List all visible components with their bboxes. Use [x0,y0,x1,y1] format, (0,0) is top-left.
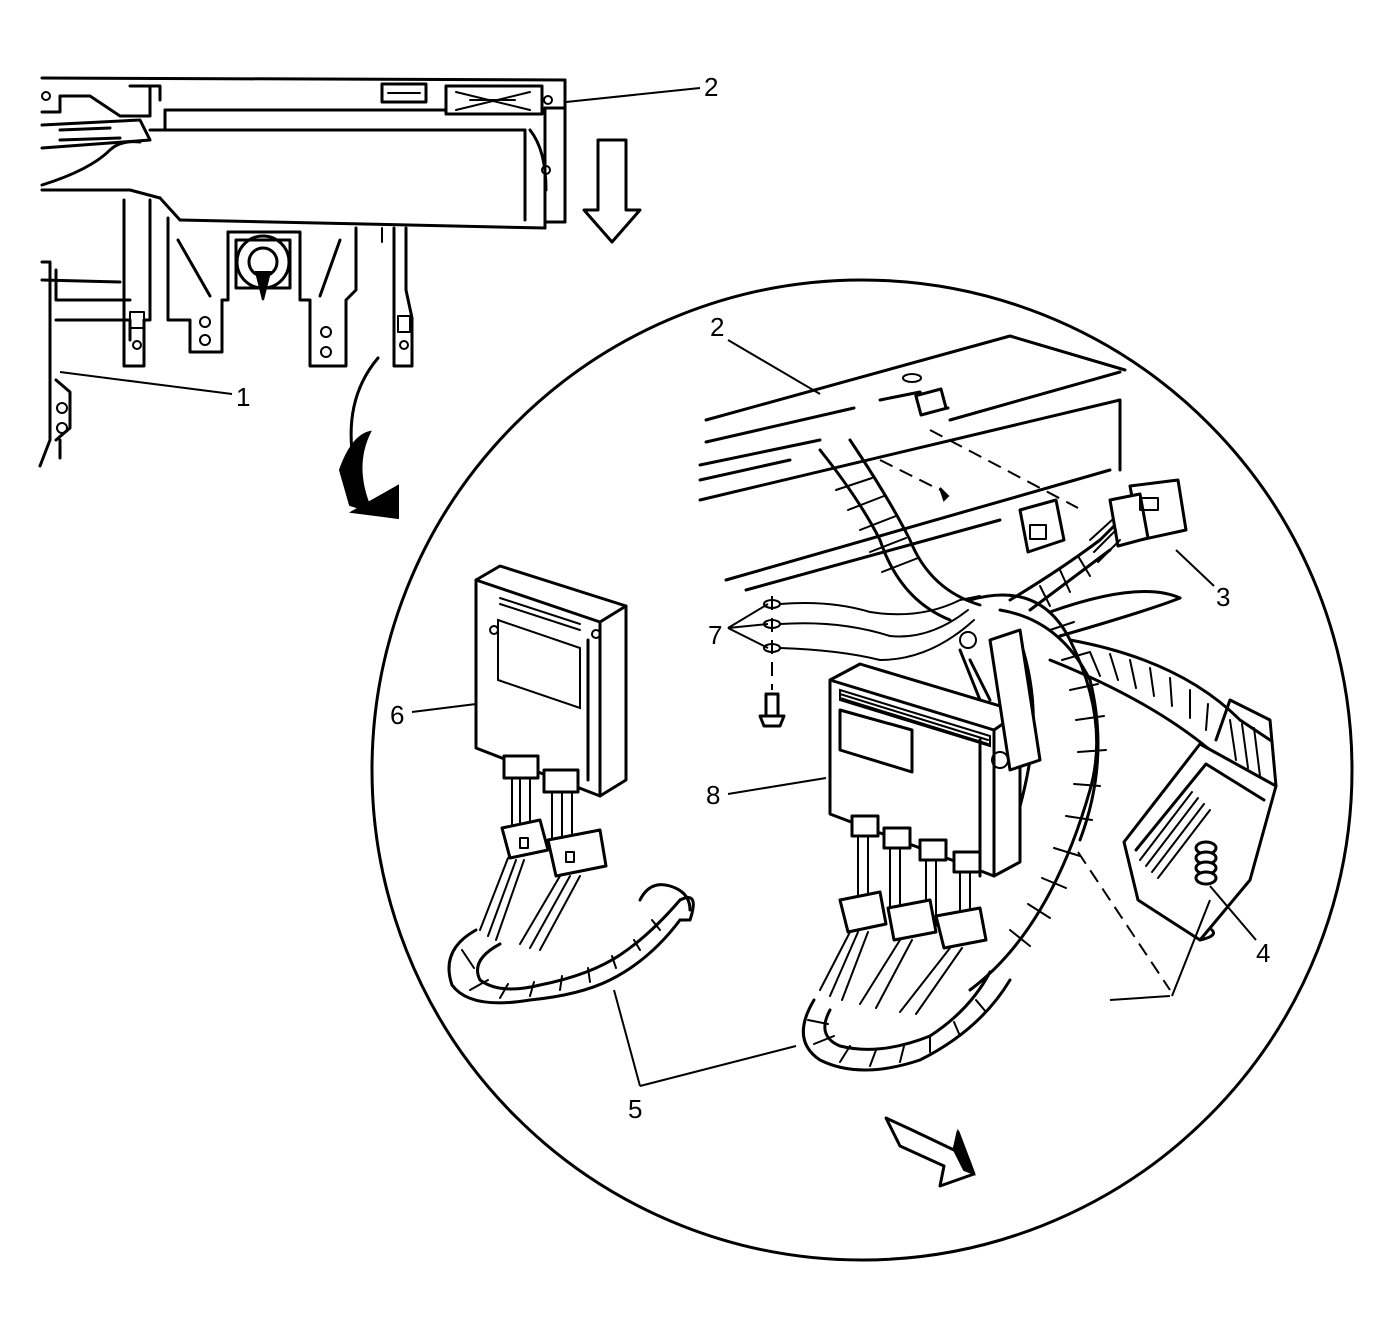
curved-arrow-icon [338,356,399,520]
callout-5: 5 [628,1094,642,1124]
leader-lines [59,87,1257,1087]
left-frame [38,260,132,468]
wiring-harness-main [818,438,1272,992]
callout-4: 4 [1256,938,1270,968]
side-brackets [122,198,414,368]
left-duct [40,84,162,200]
detail-cross-car-beam [698,334,1127,592]
arrow-forward-icon [884,1116,976,1188]
dash-overview [38,76,567,468]
callout-2-overview: 2 [704,72,718,102]
cross-car-beam [40,76,567,230]
detail-view-circle [370,278,1354,1262]
callout-8: 8 [706,780,720,810]
callout-7: 7 [708,620,722,650]
wiring-harness-loop [801,970,1012,1072]
arrow-down-icon [582,138,642,244]
connector-3 [1089,478,1188,563]
ground-terminals-7 [758,595,981,728]
electronic-module-8 [819,628,1042,1015]
callout-1: 1 [236,382,250,412]
steering-column-bracket [166,216,358,368]
callout-3: 3 [1216,582,1230,612]
callout-6: 6 [390,700,404,730]
callout-2-detail: 2 [710,312,724,342]
connector-4 [1077,698,1278,991]
wiring-harness-left [447,857,695,1005]
electronic-module-6 [474,564,628,878]
